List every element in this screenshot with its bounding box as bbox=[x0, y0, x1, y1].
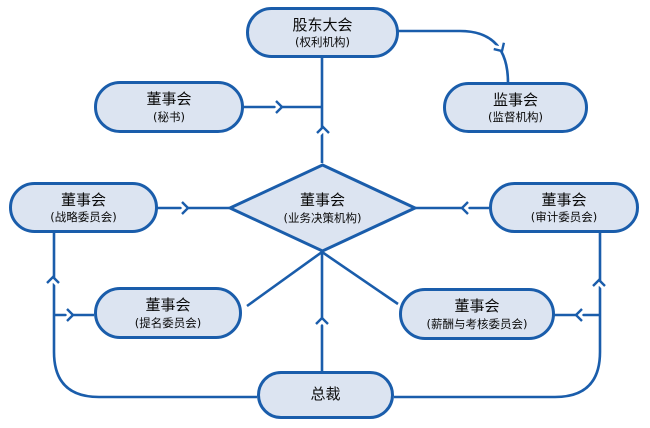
node-sublabel: (提名委员会) bbox=[134, 315, 202, 330]
node-label: 董事会 bbox=[454, 297, 500, 316]
node-label: 监事会 bbox=[492, 90, 538, 109]
edge-board-to-nomination bbox=[246, 250, 323, 308]
arrowhead-board-up bbox=[315, 125, 331, 138]
node-label: 董事会 bbox=[145, 296, 191, 315]
node-label: 总裁 bbox=[310, 385, 341, 404]
node-sublabel: (薪酬与考核委员会) bbox=[426, 316, 528, 331]
node-sublabel: (业务决策机构) bbox=[283, 210, 362, 225]
node-nomination-committee: 董事会 (提名委员会) bbox=[94, 287, 242, 339]
arrowhead-audit bbox=[460, 200, 473, 216]
node-sublabel: (权利机构) bbox=[295, 35, 350, 50]
node-label: 股东大会 bbox=[292, 15, 353, 34]
edge-shareholders-to-supervisory bbox=[398, 29, 510, 84]
node-label: 董事会 bbox=[146, 90, 192, 109]
arrowhead-president-up bbox=[314, 316, 330, 329]
edge-board-to-compensation bbox=[321, 250, 399, 306]
node-sublabel: (审计委员会) bbox=[530, 210, 598, 225]
node-label: 董事会 bbox=[541, 190, 587, 209]
arrowhead-supervisory-curve bbox=[491, 39, 506, 53]
node-sublabel: (战略委员会) bbox=[50, 210, 117, 225]
node-strategy-committee: 董事会 (战略委员会) bbox=[9, 182, 158, 233]
arrowhead-secretary bbox=[271, 99, 284, 115]
node-audit-committee: 董事会 (审计委员会) bbox=[489, 182, 639, 233]
node-compensation-committee: 董事会 (薪酬与考核委员会) bbox=[399, 288, 555, 340]
arrowhead-compensation-branch bbox=[574, 307, 587, 323]
diamond-shape bbox=[228, 163, 417, 253]
node-board-secretary: 董事会 (秘书) bbox=[94, 81, 244, 133]
node-supervisory-board: 监事会 (监督机构) bbox=[443, 82, 588, 133]
edge-president-to-audit-rail bbox=[394, 233, 602, 399]
node-sublabel: (秘书) bbox=[153, 109, 185, 124]
node-shareholders-meeting: 股东大会 (权利机构) bbox=[246, 7, 399, 58]
node-board-decision: 董事会 (业务决策机构) bbox=[228, 163, 417, 253]
node-president: 总裁 bbox=[257, 371, 394, 419]
node-sublabel: (监督机构) bbox=[488, 110, 543, 125]
arrowhead-strategy bbox=[177, 200, 190, 216]
arrowhead-left-rail-up bbox=[45, 275, 61, 288]
edge-president-to-strategy-rail bbox=[52, 233, 257, 399]
node-label: 董事会 bbox=[299, 191, 345, 210]
node-label: 董事会 bbox=[60, 190, 106, 209]
arrowhead-right-rail-up bbox=[591, 278, 607, 291]
arrowhead-nomination-branch bbox=[62, 307, 75, 323]
